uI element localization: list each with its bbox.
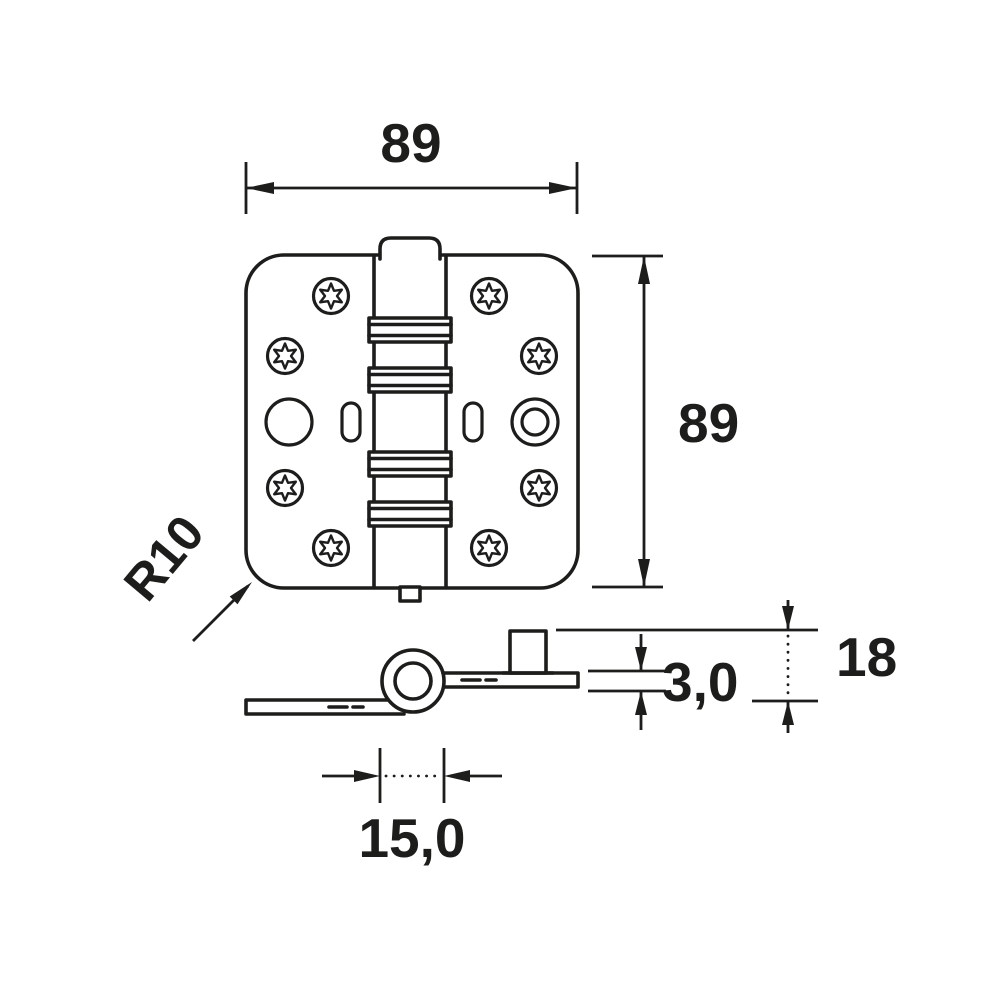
torx-screw-icon [265, 336, 305, 376]
knuckle-band [367, 450, 453, 478]
arrowhead-down [782, 606, 794, 630]
arrowhead-right [549, 182, 577, 194]
hinge-front-view [244, 236, 580, 603]
assembly-height-label: 18 [836, 626, 897, 688]
torx-screw-icon [311, 528, 351, 568]
torx-screw-icon [311, 276, 351, 316]
arrowhead-up [638, 256, 650, 284]
torx-screw-icon [469, 528, 509, 568]
torx-screw-icon [265, 468, 305, 508]
dimension-leaf-thickness: 3,0 [588, 634, 738, 730]
knuckle-band [367, 366, 453, 394]
dimension-assembly-height: 18 [556, 600, 897, 733]
arrowhead-left [444, 770, 470, 782]
slot-hole [462, 401, 484, 443]
arrowhead-up [782, 701, 794, 725]
knuckle-width-label: 15,0 [358, 807, 465, 869]
barrel-pin [393, 661, 433, 701]
pin-bottom-tip [398, 585, 422, 603]
left-leaf [244, 698, 406, 716]
dimension-knuckle-width: 15,0 [322, 748, 502, 869]
torx-screw-icon [469, 276, 509, 316]
hinge-knuckle [367, 236, 453, 603]
dowel-hole [264, 397, 314, 447]
hinge-side-view [244, 629, 580, 716]
dimension-height: 89 [592, 254, 739, 589]
arrowhead-down [635, 647, 647, 671]
dimension-width: 89 [244, 112, 579, 214]
arrowhead-left [246, 182, 274, 194]
security-pin-hole-inner [520, 407, 550, 437]
leaf-thickness-label: 3,0 [662, 651, 738, 713]
knuckle-band [367, 316, 453, 344]
width-dimension-label: 89 [380, 112, 441, 174]
security-stud [508, 629, 548, 675]
pin-top-cap [378, 236, 442, 261]
torx-screw-icon [519, 468, 559, 508]
slot-hole [340, 401, 362, 443]
arrowhead-right [354, 770, 380, 782]
arrowhead-down [638, 559, 650, 587]
torx-screw-icon [519, 336, 559, 376]
arrowhead-corner [229, 582, 252, 605]
knuckle-band [367, 500, 453, 528]
arrowhead-up [635, 691, 647, 715]
height-dimension-label: 89 [678, 392, 739, 454]
